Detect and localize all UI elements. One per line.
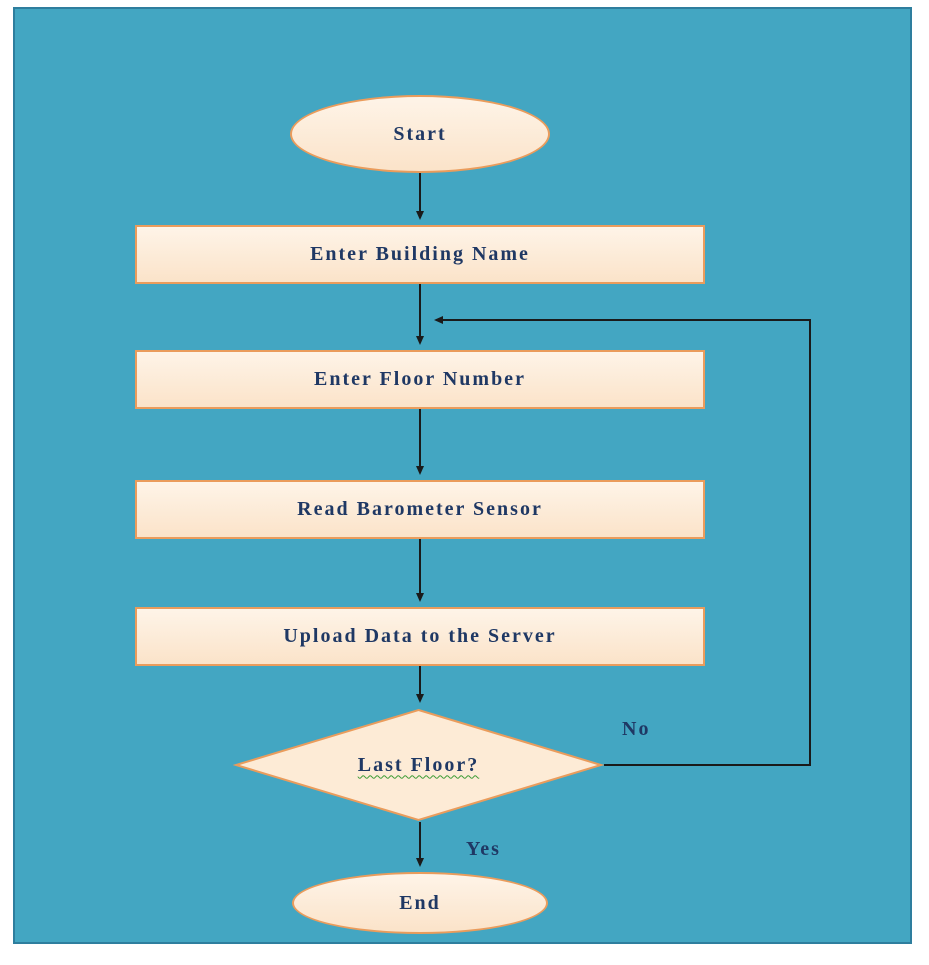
- decision-last-floor-label: Last Floor?: [357, 753, 480, 776]
- start-node-label: Start: [393, 122, 447, 145]
- edge-label-yes: Yes: [466, 838, 501, 860]
- process-enter-floor-number-label: Enter Floor Number: [314, 368, 526, 390]
- process-upload-data-label: Upload Data to the Server: [283, 625, 557, 647]
- end-node: End: [292, 872, 548, 934]
- process-enter-building-name-label: Enter Building Name: [310, 243, 530, 265]
- decision-diamond-shape: [233, 708, 604, 822]
- edge-label-no: No: [622, 718, 651, 740]
- start-node: Start: [290, 95, 550, 173]
- process-read-barometer-sensor: Read Barometer Sensor: [135, 480, 705, 539]
- process-enter-building-name: Enter Building Name: [135, 225, 705, 284]
- process-upload-data: Upload Data to the Server: [135, 607, 705, 666]
- process-read-barometer-sensor-label: Read Barometer Sensor: [297, 498, 543, 520]
- decision-last-floor: Last Floor?: [233, 708, 604, 822]
- process-enter-floor-number: Enter Floor Number: [135, 350, 705, 409]
- end-node-label: End: [399, 891, 441, 914]
